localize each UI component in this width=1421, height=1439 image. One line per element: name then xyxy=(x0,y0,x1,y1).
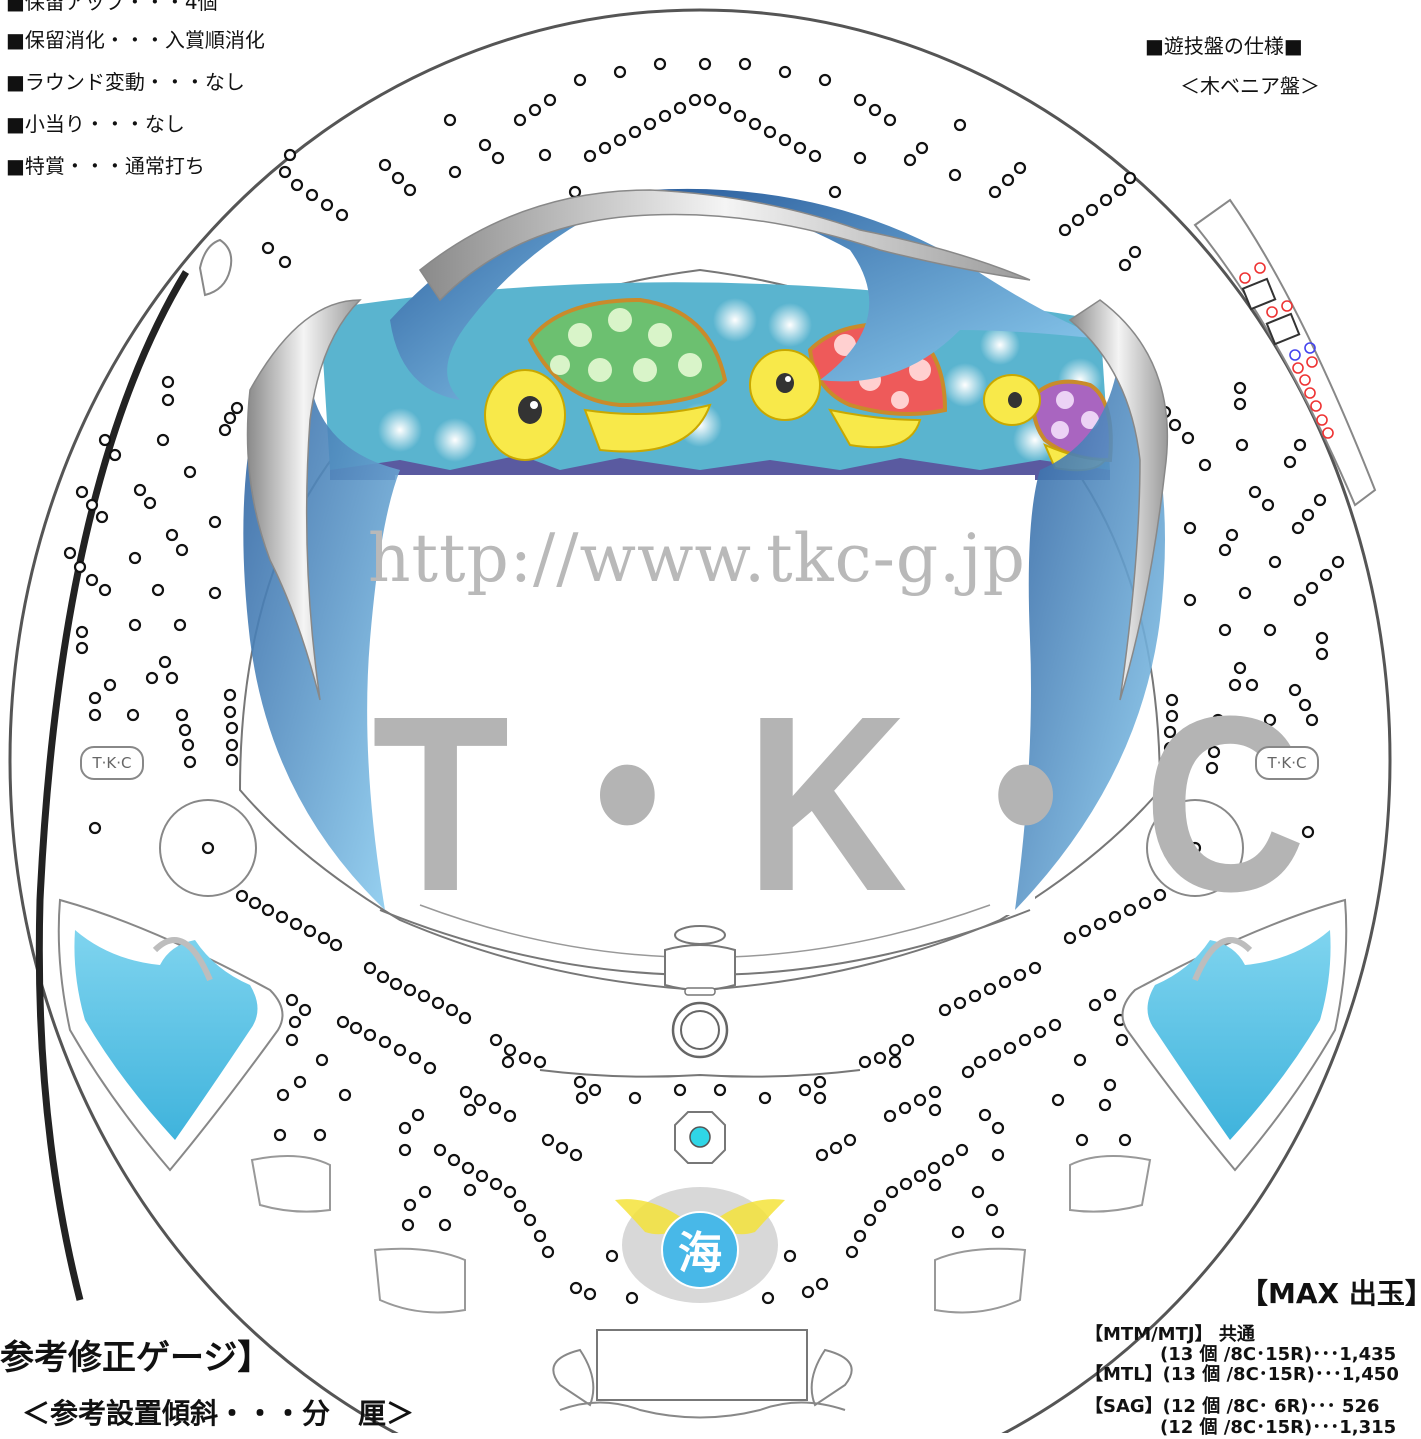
max-payout-title: 【MAX 出玉】 xyxy=(1240,1277,1421,1310)
emblem-mark: 海 xyxy=(678,1228,722,1279)
nail-pins xyxy=(63,57,1345,1305)
indicator-box-2 xyxy=(1265,312,1301,346)
center-pocket-inner xyxy=(680,1010,720,1050)
out-hole-frame xyxy=(596,1329,808,1401)
right-lower-pocket-2 xyxy=(934,1247,1027,1314)
tkc-badge-right: T·K·C xyxy=(1255,746,1319,780)
spec-round-change: ■ラウンド変動・・・なし xyxy=(6,70,245,94)
left-windmill xyxy=(159,799,257,897)
center-start-chucker-frame xyxy=(664,944,736,991)
frame-right-wave xyxy=(1015,350,1165,910)
attacker-lamp xyxy=(689,1126,711,1148)
max-payout-row: 【MTM/MTJ】 共通 xyxy=(1085,1324,1255,1345)
emblem-wing-right xyxy=(715,1199,785,1235)
spec-special-prize: ■特賞・・・通常打ち xyxy=(6,154,205,178)
frame-silver-right xyxy=(1068,299,1169,701)
guide-rail xyxy=(35,270,189,1301)
frame-silver-top xyxy=(418,189,1031,302)
watermark-url: http://www.tkc-g.jp xyxy=(368,520,1026,597)
spec-hold-count: ■保留アップ・・・4個 xyxy=(6,0,218,14)
spec-hold-consumption: ■保留消化・・・入賞順消化 xyxy=(6,28,265,52)
board-spec-title: ■遊技盤の仕様■ xyxy=(1145,34,1303,58)
gauge-title: 参考修正ゲージ】 xyxy=(0,1338,272,1378)
left-lower-pocket-1 xyxy=(250,1155,331,1213)
max-payout-row: 【MTL】(13 個 /8C･15R)･･･1,450 xyxy=(1085,1364,1399,1385)
tkc-badge-left: T·K·C xyxy=(80,746,144,780)
top-left-ornament xyxy=(198,238,233,297)
gauge-subtitle: ＜参考設置傾斜・・・分 厘＞ xyxy=(22,1397,415,1430)
watermark-logo: T・K・C xyxy=(372,664,1312,943)
left-lower-pocket-2 xyxy=(373,1247,466,1314)
right-windmill xyxy=(1146,799,1244,897)
emblem-disc xyxy=(661,1211,739,1289)
spec-small-hit: ■小当り・・・なし xyxy=(6,112,185,136)
max-payout-row: 【SAG】(12 個 /8C･ 6R)･･･ 526 xyxy=(1085,1396,1380,1417)
turtle-green xyxy=(484,297,728,461)
max-payout-row: (12 個 /8C･15R)･･･1,315 xyxy=(1160,1417,1397,1438)
board-spec-type: ＜木ベニア盤＞ xyxy=(1180,74,1320,98)
frame-silver-left xyxy=(246,299,362,701)
emblem-wing-left xyxy=(615,1199,685,1235)
max-payout-row: (13 個 /8C･15R)･･･1,435 xyxy=(1160,1344,1397,1365)
right-lower-pocket-1 xyxy=(1069,1155,1152,1213)
frame-top-wave-right xyxy=(650,188,1110,382)
indicator-box-1 xyxy=(1241,277,1277,311)
lcd-window xyxy=(395,475,1035,915)
